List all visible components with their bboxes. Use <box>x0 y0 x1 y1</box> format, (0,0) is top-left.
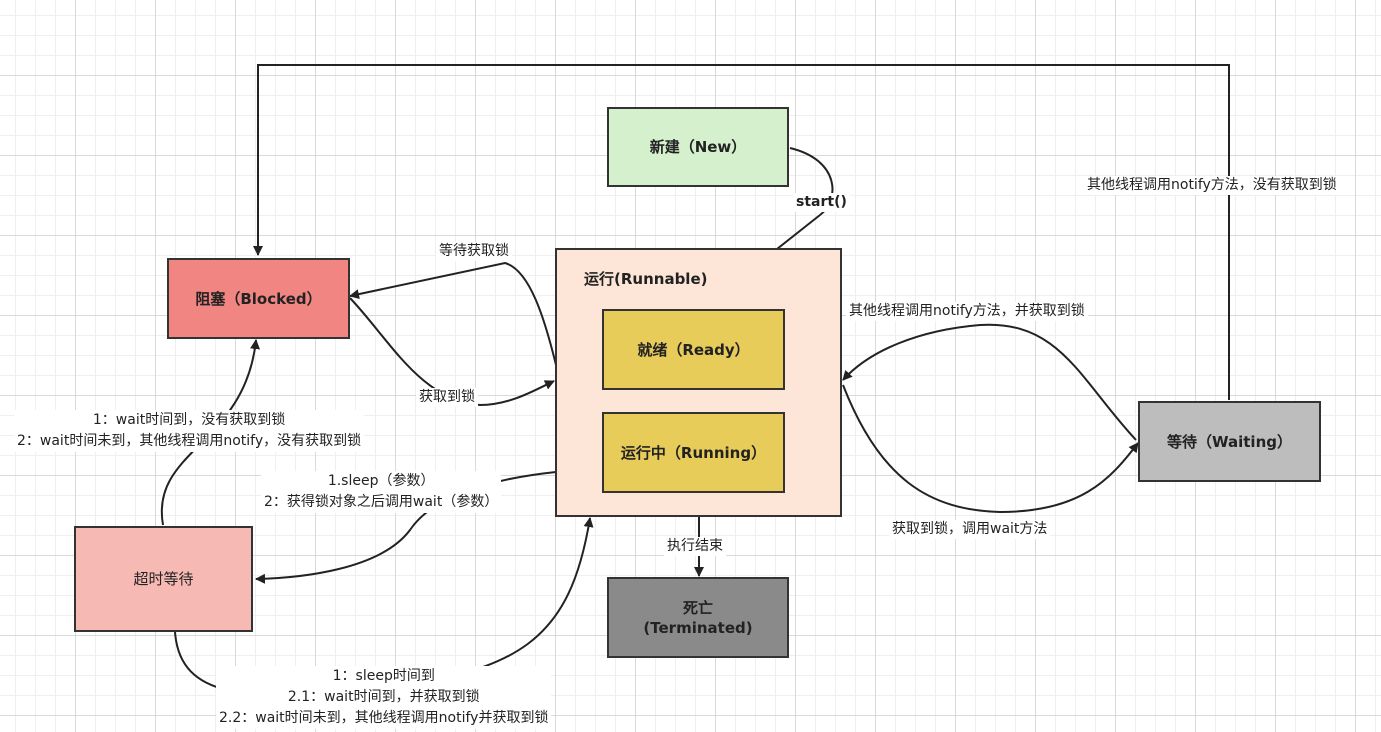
label-notify-got-lock: 其他线程调用notify方法，并获取到锁 <box>846 302 1088 321</box>
state-running[interactable]: 运行中（Running） <box>602 412 785 493</box>
state-waiting-label: 等待（Waiting） <box>1166 432 1292 451</box>
state-ready-label: 就绪（Ready） <box>637 340 750 359</box>
edge-waiting-to-runnable <box>842 323 1137 441</box>
label-timed-to-runnable-line-3: 2.2：wait时间未到，其他线程调用notify并获取到锁 <box>219 710 549 726</box>
edge-runnable-to-waiting <box>842 384 1139 514</box>
label-timed-to-runnable-line-1: 1：sleep时间到 <box>332 668 435 684</box>
label-runnable-to-timed-line-1: 1.sleep（参数） <box>327 473 435 489</box>
label-timeout-to-blocked: 1：wait时间到，没有获取到锁 2：wait时间未到，其他线程调用notify… <box>14 410 365 452</box>
state-terminated-label-1: 死亡 <box>682 598 713 617</box>
state-new[interactable]: 新建（New） <box>607 107 789 187</box>
state-terminated-label-2: (Terminated) <box>643 618 753 637</box>
state-waiting[interactable]: 等待（Waiting） <box>1138 401 1321 482</box>
state-running-label: 运行中（Running） <box>620 443 767 462</box>
edge-waiting-to-blocked <box>253 64 1230 400</box>
label-timeout-to-blocked-line-1: 1：wait时间到，没有获取到锁 <box>92 412 286 428</box>
state-timed-waiting[interactable]: 超时等待 <box>74 526 253 632</box>
state-blocked-label: 阻塞（Blocked） <box>195 289 322 308</box>
label-got-lock-call-wait: 获取到锁，调用wait方法 <box>889 520 1051 539</box>
label-got-lock: 获取到锁 <box>416 388 478 407</box>
state-timed-waiting-label: 超时等待 <box>133 570 194 588</box>
edge-runnable-to-blocked <box>349 261 557 366</box>
state-runnable-label: 运行(Runnable) <box>584 270 708 288</box>
state-blocked[interactable]: 阻塞（Blocked） <box>167 258 350 339</box>
label-start: start() <box>793 193 850 212</box>
state-new-label: 新建（New） <box>649 138 747 156</box>
label-timed-to-runnable-line-2: 2.1：wait时间到，并获取到锁 <box>287 689 480 705</box>
label-runnable-to-timed-line-2: 2：获得锁对象之后调用wait（参数） <box>264 494 499 510</box>
state-terminated[interactable]: 死亡 (Terminated) <box>607 577 789 658</box>
label-runnable-to-timed: 1.sleep（参数） 2：获得锁对象之后调用wait（参数） <box>261 471 502 513</box>
label-timeout-to-blocked-line-2: 2：wait时间未到，其他线程调用notify，没有获取到锁 <box>17 433 362 449</box>
state-ready[interactable]: 就绪（Ready） <box>602 309 785 390</box>
label-timed-to-runnable: 1：sleep时间到 2.1：wait时间到，并获取到锁 2.2：wait时间未… <box>216 666 552 729</box>
edge-new-to-ready <box>704 147 834 307</box>
label-wait-for-lock: 等待获取锁 <box>436 242 512 261</box>
label-finished: 执行结束 <box>664 537 726 556</box>
label-notify-no-lock: 其他线程调用notify方法，没有获取到锁 <box>1084 176 1340 195</box>
